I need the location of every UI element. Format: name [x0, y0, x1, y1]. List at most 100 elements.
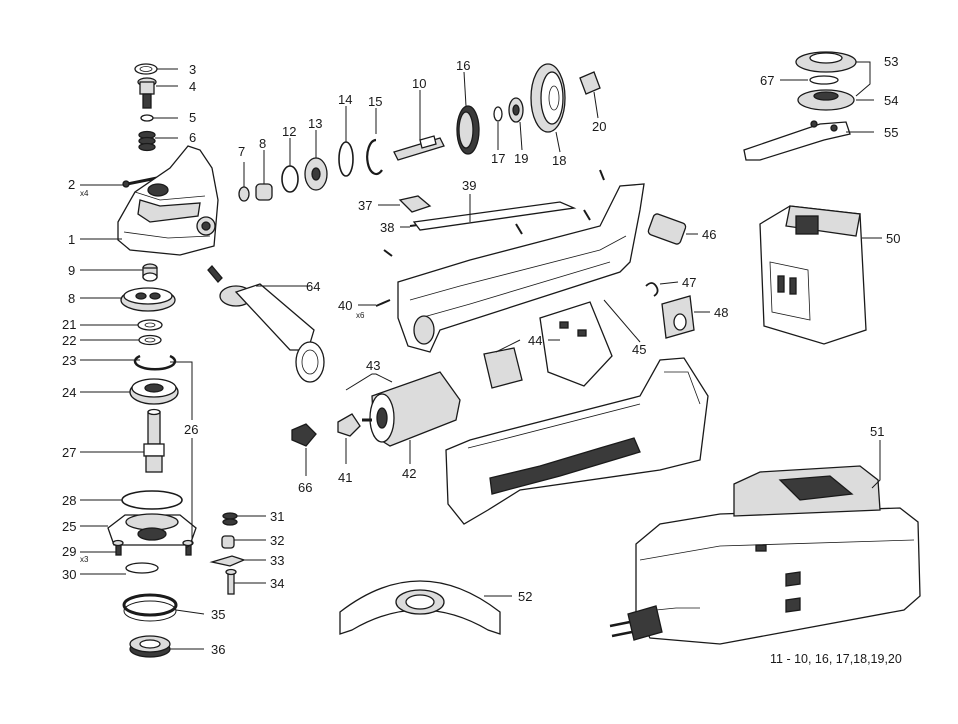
- label-1: 1: [68, 232, 75, 247]
- label-48: 48: [714, 305, 728, 320]
- label-47: 47: [682, 275, 696, 290]
- part-37-switch: [398, 195, 432, 213]
- label-15: 15: [368, 94, 382, 109]
- leader-lines: [80, 61, 882, 650]
- label-51: 51: [870, 424, 884, 439]
- label-7: 7: [238, 144, 245, 159]
- label-10: 10: [412, 76, 426, 91]
- part-4-spindle-lock: [137, 77, 157, 109]
- part-20-nut: [579, 71, 601, 95]
- part-23-circlip: [133, 354, 177, 371]
- qty-29: x3: [80, 555, 89, 564]
- part-66-knob: [291, 423, 317, 447]
- label-28: 28: [62, 493, 76, 508]
- part-29-screws: [112, 539, 194, 556]
- part-50-battery: [759, 205, 867, 345]
- label-13: 13: [308, 116, 322, 131]
- part-19-bearing: [508, 97, 524, 123]
- part-12-ring: [281, 165, 299, 193]
- part-44-electronics: [483, 301, 613, 389]
- part-47-spring: [645, 282, 659, 297]
- label-52: 52: [518, 589, 532, 604]
- part-51-plug: [609, 605, 663, 641]
- label-12: 12: [282, 124, 296, 139]
- qty-2: x4: [80, 189, 89, 198]
- qty-40: x6: [356, 311, 365, 320]
- label-30: 30: [62, 567, 76, 582]
- part-18-bevel-gear: [530, 63, 566, 133]
- label-64: 64: [306, 279, 320, 294]
- part-52-guard: [339, 580, 501, 635]
- label-20: 20: [592, 119, 606, 134]
- part-labels: 1 2 x4 3 4 5 6 7 8 8 9 10 12 13 14 15 16…: [62, 54, 900, 657]
- label-8-disc: 8: [68, 291, 75, 306]
- part-8-gear-disc: [120, 287, 176, 312]
- label-45: 45: [632, 342, 646, 357]
- part-14-ring: [338, 141, 354, 177]
- part-24-bearing: [129, 378, 179, 405]
- label-22: 22: [62, 333, 76, 348]
- label-27: 27: [62, 445, 76, 460]
- label-25: 25: [62, 519, 76, 534]
- part-8-pinion: [255, 183, 273, 201]
- label-50: 50: [886, 231, 900, 246]
- part-9-bushing: [142, 263, 158, 282]
- part-67-washer: [809, 75, 839, 85]
- part-22-washer: [138, 334, 162, 346]
- part-13-bearing: [304, 157, 328, 191]
- part-64-side-handle: [207, 265, 325, 383]
- label-23: 23: [62, 353, 76, 368]
- label-5: 5: [189, 110, 196, 125]
- label-40: 40: [338, 298, 352, 313]
- label-37: 37: [358, 198, 372, 213]
- label-16: 16: [456, 58, 470, 73]
- part-16-gear: [456, 105, 480, 155]
- label-8-pinion: 8: [259, 136, 266, 151]
- part-30-seal: [125, 562, 159, 574]
- label-18: 18: [552, 153, 566, 168]
- label-19: 19: [514, 151, 528, 166]
- part-51-charger: [635, 465, 921, 645]
- part-10-shaft: [393, 135, 445, 161]
- label-29: 29: [62, 544, 76, 559]
- label-6: 6: [189, 130, 196, 145]
- part-1-gear-head-housing: [117, 145, 219, 256]
- label-53: 53: [884, 54, 898, 69]
- part-2-screw: [122, 176, 158, 188]
- footer-note: 11 - 10, 16, 17,18,19,20: [770, 652, 902, 666]
- part-39-switch-rod: [412, 201, 577, 231]
- part-7-bushing: [238, 186, 250, 202]
- label-39: 39: [462, 178, 476, 193]
- label-4: 4: [189, 79, 196, 94]
- label-3: 3: [189, 62, 196, 77]
- label-9: 9: [68, 263, 75, 278]
- part-46-cover: [647, 213, 687, 245]
- label-66: 66: [298, 480, 312, 495]
- label-32: 32: [270, 533, 284, 548]
- label-43: 43: [366, 358, 380, 373]
- label-54: 54: [884, 93, 898, 108]
- label-35: 35: [211, 607, 225, 622]
- part-33-lever: [209, 555, 246, 567]
- part-6-spring: [138, 130, 156, 152]
- part-53-flange: [795, 51, 857, 73]
- part-15-circlip: [366, 138, 383, 176]
- label-34: 34: [270, 576, 284, 591]
- part-25-flange: [107, 513, 197, 546]
- label-46: 46: [702, 227, 716, 242]
- label-41: 41: [338, 470, 352, 485]
- part-41-fan: [337, 413, 361, 437]
- part-34-pin: [225, 568, 237, 595]
- part-55-spanner: [743, 120, 851, 161]
- part-48-latch: [661, 295, 695, 339]
- part-main-handle-housing: [445, 357, 709, 525]
- label-33: 33: [270, 553, 284, 568]
- part-21-washer: [137, 319, 163, 331]
- label-21: 21: [62, 317, 76, 332]
- part-45-motor-housing-half: [397, 183, 645, 353]
- label-24: 24: [62, 385, 76, 400]
- label-2: 2: [68, 177, 75, 192]
- part-3-cap: [134, 63, 158, 75]
- part-35-guard-clamp: [122, 593, 178, 622]
